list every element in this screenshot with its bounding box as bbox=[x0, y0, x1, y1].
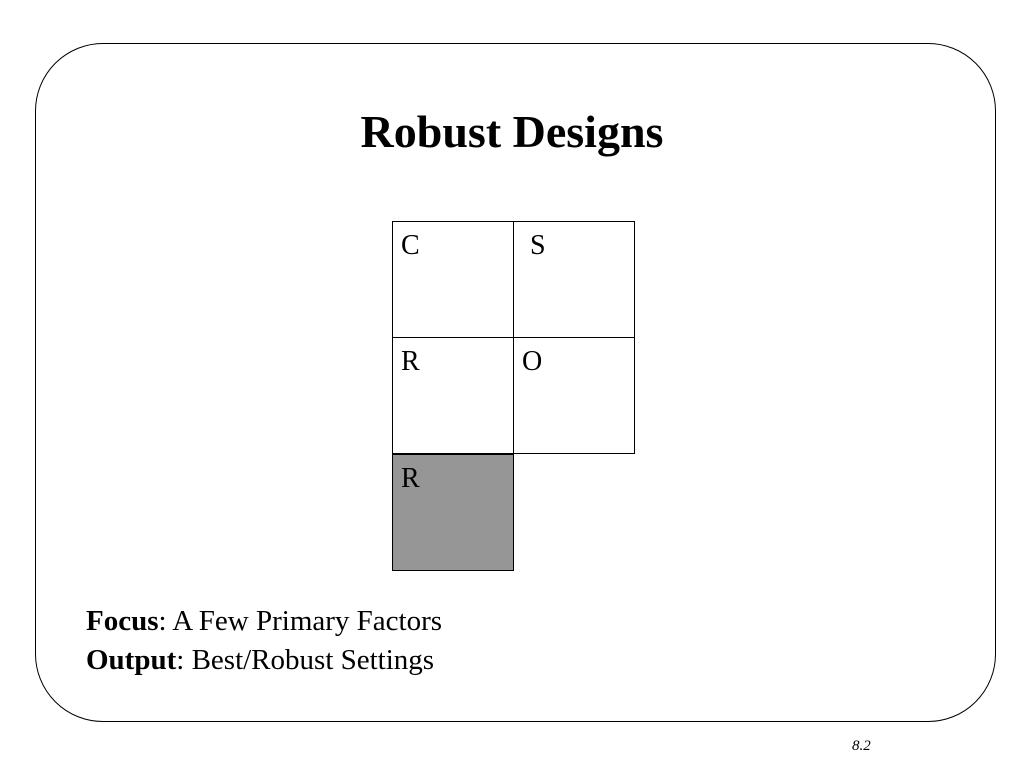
grid-cell-r: R bbox=[392, 337, 514, 454]
grid-cell-s: S bbox=[513, 221, 635, 338]
notes: Focus: A Few Primary Factors Output: Bes… bbox=[86, 602, 442, 680]
grid-cell-label: S bbox=[530, 230, 546, 261]
slide-title: Robust Designs bbox=[360, 106, 664, 157]
grid-cell-o: O bbox=[513, 337, 635, 454]
note-text: : A Few Primary Factors bbox=[158, 605, 443, 637]
note-keyword: Output bbox=[86, 644, 177, 676]
grid-cell-label: R bbox=[401, 463, 420, 494]
page-number: 8.2 bbox=[852, 738, 871, 754]
grid-cell-c: C bbox=[392, 221, 514, 338]
grid-cell-r-shaded: R bbox=[392, 454, 514, 571]
note-focus: Focus: A Few Primary Factors bbox=[86, 602, 442, 641]
grid-cell-label: O bbox=[522, 346, 543, 377]
slide-frame bbox=[35, 43, 996, 722]
note-keyword: Focus bbox=[86, 605, 159, 637]
grid-cell-label: R bbox=[401, 346, 420, 377]
note-text: : Best/Robust Settings bbox=[176, 644, 435, 676]
note-output: Output: Best/Robust Settings bbox=[86, 641, 442, 680]
grid-cell-label: C bbox=[401, 230, 420, 261]
